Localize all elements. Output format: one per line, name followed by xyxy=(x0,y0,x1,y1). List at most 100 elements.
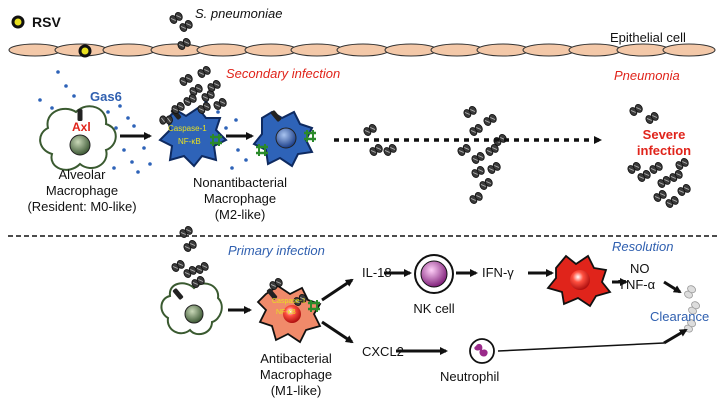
axl-label: Axl xyxy=(72,120,91,134)
severe-infection-label-1: Severe xyxy=(642,127,686,142)
nfkb-label-top: NF-κB xyxy=(178,137,201,146)
antibacterial-label-1: Antibacterial xyxy=(260,351,332,366)
bacterium-icon xyxy=(482,112,499,128)
epithelial-cell xyxy=(662,43,716,57)
gas6-dot xyxy=(112,166,116,170)
cxcl2-label: CXCL2 xyxy=(362,344,404,359)
ifn-gamma-label: IFN-γ xyxy=(482,265,514,280)
bacterium-icon xyxy=(478,176,495,192)
epithelial-cell xyxy=(8,43,62,57)
tnf-alpha-label: TNF-α xyxy=(618,277,656,292)
bacterium-icon xyxy=(178,72,195,88)
epithelial-cell xyxy=(336,43,390,57)
epithelial-cell xyxy=(522,43,576,57)
neutrophil-label: Neutrophil xyxy=(440,369,500,384)
nfkb-label-bottom: NF-κB xyxy=(276,309,296,316)
resolution-label: Resolution xyxy=(612,239,674,254)
nk-cell xyxy=(414,254,454,294)
gas6-dot xyxy=(64,84,68,88)
bacterium-icon xyxy=(212,96,229,112)
caspase-label-bottom: Caspase-1 xyxy=(272,298,306,305)
bacterium-icon xyxy=(382,142,399,158)
gas6-dot xyxy=(148,162,152,166)
gas6-dot xyxy=(236,148,240,152)
gas6-dot xyxy=(126,116,130,120)
bacterium-icon xyxy=(182,264,199,280)
bacterium-icon xyxy=(668,168,685,184)
nonantibacterial-label-1: Nonantibacterial xyxy=(193,175,287,190)
epithelial-layer xyxy=(8,43,716,57)
antibacterial-label-2: Macrophage xyxy=(259,367,333,382)
gas6-dot xyxy=(224,126,228,130)
gas6-label: Gas6 xyxy=(90,89,122,104)
gas6-dot xyxy=(72,94,76,98)
m2-macrophage-cell-2 xyxy=(252,109,318,168)
gas6-dot xyxy=(136,170,140,174)
alveolar-macrophage-label-3: (Resident: M0-like) xyxy=(27,199,137,214)
gas6-dot xyxy=(142,146,146,150)
epithelial-cell xyxy=(568,43,622,57)
secondary-infection-label: Secondary infection xyxy=(226,66,341,81)
bacterium-icon xyxy=(628,102,645,118)
gas6-dot xyxy=(122,148,126,152)
bacterium-icon xyxy=(652,188,669,204)
bacterium-icon xyxy=(664,194,681,210)
epithelial-cell xyxy=(196,43,250,57)
gas6-dot xyxy=(216,110,220,114)
alveolar-macrophage-cell xyxy=(39,105,117,171)
gas6-dot xyxy=(234,118,238,122)
gas6-dot xyxy=(106,110,110,114)
gas6-dot xyxy=(130,160,134,164)
neutrophil-cell xyxy=(469,338,495,364)
alveolar-macrophage-label-1: Alveolar xyxy=(58,167,106,182)
epithelial-cell xyxy=(150,43,204,57)
gas6-dot xyxy=(244,158,248,162)
epithelial-cell xyxy=(384,43,438,57)
bacterium-icon xyxy=(644,110,661,126)
epithelial-cell xyxy=(430,43,484,57)
epithelial-cell xyxy=(290,43,344,57)
bacterium-icon xyxy=(362,122,379,138)
bacterium-icon xyxy=(170,258,187,274)
bacterium-icon xyxy=(486,160,503,176)
antibacterial-label-3: (M1-like) xyxy=(270,383,322,398)
bacterium-icon xyxy=(626,160,643,176)
bacterium-icon xyxy=(648,160,665,176)
pneumonia-label: Pneumonia xyxy=(614,68,680,83)
bacterium-icon xyxy=(196,64,213,80)
bacterium-icon xyxy=(168,10,185,26)
severe-infection-label-2: infection xyxy=(636,143,692,158)
nk-cell-label: NK cell xyxy=(413,301,455,316)
bacterium-icon xyxy=(676,182,693,198)
bacterium-icon xyxy=(194,260,211,276)
gas6-dot xyxy=(38,98,42,102)
bacterium-icon xyxy=(468,190,485,206)
bacterium-icon xyxy=(182,238,199,254)
nonantibacterial-label-3: (M2-like) xyxy=(214,207,266,222)
epithelial-cell-label: Epithelial cell xyxy=(610,30,686,45)
bacterium-icon xyxy=(674,156,691,172)
nonantibacterial-label-2: Macrophage xyxy=(203,191,277,206)
arrows-bottom xyxy=(228,269,688,355)
epithelial-cell xyxy=(476,43,530,57)
bacterium-icon xyxy=(470,164,487,180)
gas6-dot xyxy=(50,106,54,110)
rsv-virus-icon xyxy=(11,15,92,58)
alveolar-macrophage-label-2: Macrophage xyxy=(45,183,119,198)
gas6-dot xyxy=(114,126,118,130)
bacterium-icon xyxy=(636,168,653,184)
gas6-dot xyxy=(56,70,60,74)
activated-macrophage-cell xyxy=(546,254,612,308)
bacterium-icon xyxy=(368,142,385,158)
resting-macrophage-cell xyxy=(160,282,223,336)
bacterium-icon xyxy=(656,174,673,190)
il18-label: IL-18 xyxy=(362,265,392,280)
bacterium-icon xyxy=(456,142,473,158)
gas6-dot xyxy=(118,104,122,108)
rsv-label: RSV xyxy=(32,14,61,30)
no-label: NO xyxy=(630,261,650,276)
bacterium-icon xyxy=(470,150,487,166)
epithelial-cell xyxy=(244,43,298,57)
bacterium-icon xyxy=(468,122,485,138)
primary-infection-label: Primary infection xyxy=(228,243,325,258)
